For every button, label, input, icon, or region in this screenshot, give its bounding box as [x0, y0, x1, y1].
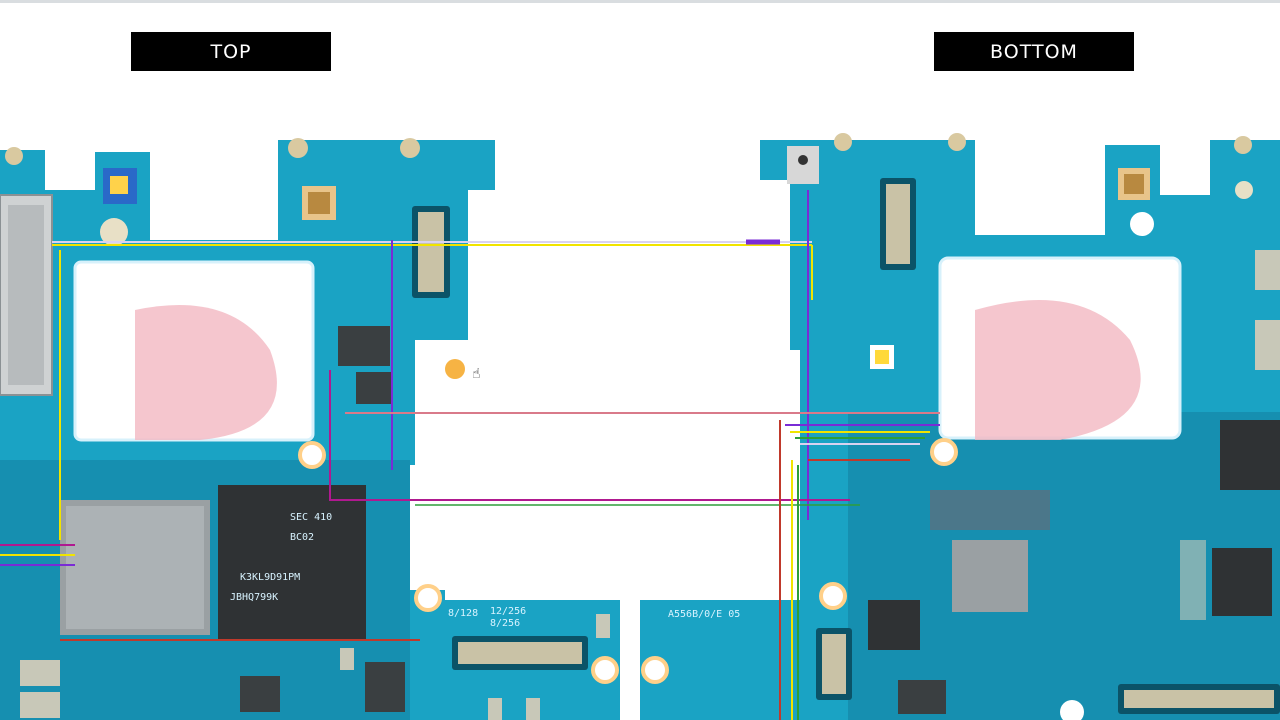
center-board-fragment: A556B/0/E 05 — [640, 600, 780, 720]
watermark-logo-right — [975, 300, 1141, 440]
bottom-side-label[interactable]: BOTTOM — [934, 32, 1134, 71]
fpc-label-a: 8/128 — [448, 608, 478, 619]
hand-cursor-icon: ☝ — [472, 366, 481, 382]
model-silkscreen: A556B/0/E 05 — [668, 609, 740, 620]
fpc-label-b: 12/256 — [490, 606, 526, 617]
chip-marking-3: K3KL9D91PM — [240, 572, 300, 583]
probe-highlight-marker[interactable] — [445, 359, 465, 379]
trace-overlay — [0, 190, 940, 720]
top-side-label[interactable]: TOP — [131, 32, 331, 71]
chip-marking-1: SEC 410 — [290, 512, 332, 523]
watermark-logo — [135, 305, 277, 440]
top-rule — [0, 0, 1280, 3]
fpc-label-c: 8/256 — [490, 618, 520, 629]
chip-marking-2: BC02 — [290, 532, 314, 543]
bottom-side-board — [760, 133, 1280, 720]
top-side-board: SEC 410 BC02 K3KL9D91PM JBHQ799K 8/128 1… — [0, 138, 620, 720]
chip-marking-4: JBHQ799K — [230, 592, 278, 603]
